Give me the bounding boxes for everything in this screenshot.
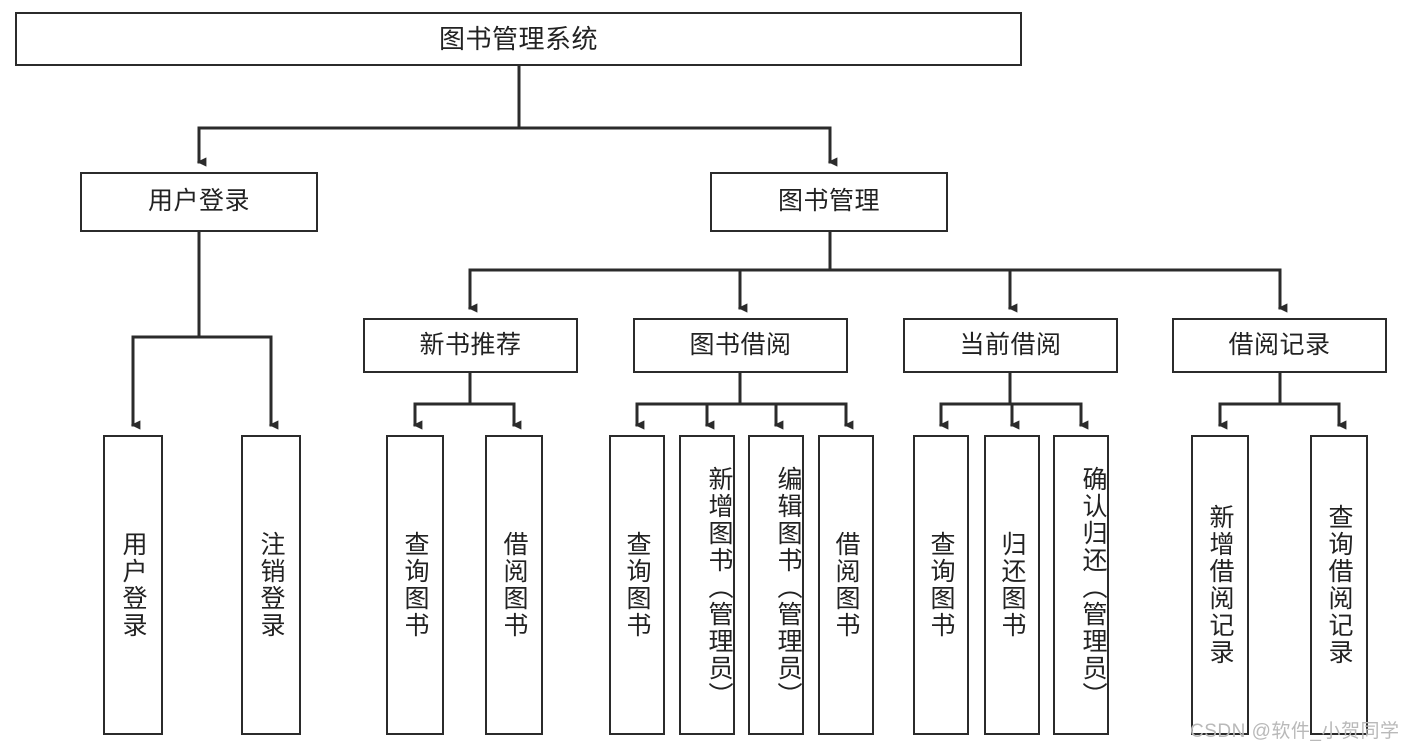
leaf-user-logout[interactable]: 注销登录 bbox=[241, 435, 301, 735]
leaf-borrow-book-recommend[interactable]: 借阅图书 bbox=[485, 435, 543, 735]
leaf-query-book-recommend[interactable]: 查询图书 bbox=[386, 435, 444, 735]
node-root[interactable]: 图书管理系统 bbox=[15, 12, 1022, 66]
leaf-confirm-return-admin[interactable]: 确认归还（管理员） bbox=[1053, 435, 1109, 735]
node-user-login[interactable]: 用户登录 bbox=[80, 172, 318, 232]
node-book-borrow[interactable]: 图书借阅 bbox=[633, 318, 848, 373]
leaf-return-book[interactable]: 归还图书 bbox=[984, 435, 1040, 735]
leaf-query-book-current[interactable]: 查询图书 bbox=[913, 435, 969, 735]
leaf-add-borrow-record[interactable]: 新增借阅记录 bbox=[1191, 435, 1249, 735]
leaf-query-borrow-record[interactable]: 查询借阅记录 bbox=[1310, 435, 1368, 735]
leaf-edit-book-admin[interactable]: 编辑图书（管理员） bbox=[748, 435, 804, 735]
node-current-borrow[interactable]: 当前借阅 bbox=[903, 318, 1118, 373]
leaf-add-book-admin[interactable]: 新增图书（管理员） bbox=[679, 435, 735, 735]
leaf-query-book-borrow[interactable]: 查询图书 bbox=[609, 435, 665, 735]
node-borrow-records[interactable]: 借阅记录 bbox=[1172, 318, 1387, 373]
node-new-book-recommend[interactable]: 新书推荐 bbox=[363, 318, 578, 373]
watermark-csdn: CSDN @软件_小贺同学 bbox=[1190, 721, 1400, 742]
node-book-management[interactable]: 图书管理 bbox=[710, 172, 948, 232]
leaf-lend-book[interactable]: 借阅图书 bbox=[818, 435, 874, 735]
leaf-user-login[interactable]: 用户登录 bbox=[103, 435, 163, 735]
